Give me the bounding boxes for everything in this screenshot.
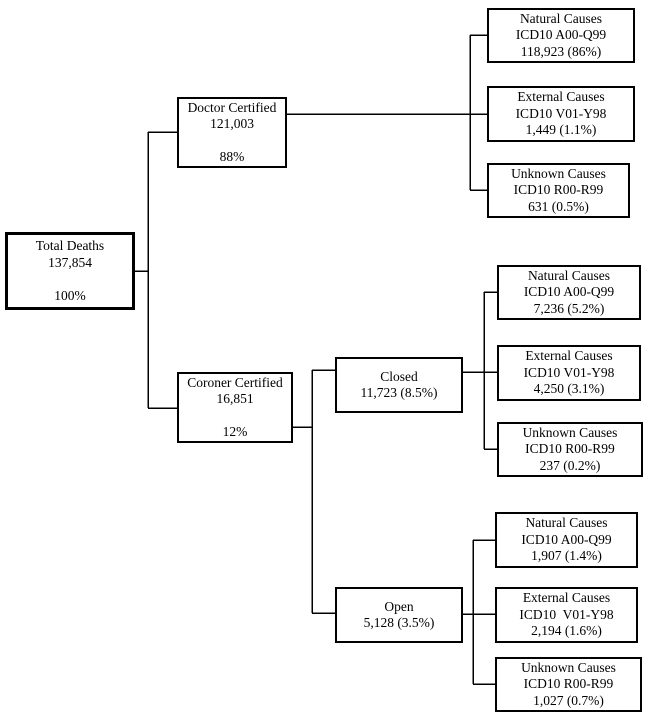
node-closed-external-causes: External Causes ICD10 V01-Y98 4,250 (3.1…	[497, 345, 641, 401]
closed-branch-lines	[461, 291, 498, 450]
blank-line	[179, 408, 291, 425]
node-total-deaths: Total Deaths 137,854 100%	[5, 232, 135, 310]
node-count: 1,027 (0.7%)	[533, 692, 604, 708]
node-count: 1,907 (1.4%)	[531, 548, 602, 564]
node-open-unknown-causes: Unknown Causes ICD10 R00-R99 1,027 (0.7%…	[495, 657, 642, 712]
node-title: Natural Causes	[519, 10, 603, 26]
blank-line	[179, 133, 285, 150]
node-doctor-certified: Doctor Certified 121,003 88%	[177, 97, 287, 168]
doctor-branch-lines	[285, 34, 488, 191]
node-title: Natural Causes	[527, 267, 611, 283]
node-title: External Causes	[525, 348, 613, 364]
node-open-natural-causes: Natural Causes ICD10 A00-Q99 1,907 (1.4%…	[495, 512, 638, 568]
node-coroner-certified: Coroner Certified 16,851 12%	[177, 372, 293, 443]
node-percent: 88%	[219, 149, 245, 164]
node-icd-code: ICD10 R00-R99	[523, 676, 614, 692]
node-doctor-natural-causes: Natural Causes ICD10 A00-Q99 118,923 (86…	[487, 8, 635, 63]
node-icd-code: ICD10 R00-R99	[513, 182, 604, 198]
node-percent: 12%	[222, 424, 248, 439]
node-closed-natural-causes: Natural Causes ICD10 A00-Q99 7,236 (5.2%…	[497, 265, 641, 320]
coroner-branch-lines	[291, 369, 336, 614]
node-icd-code: ICD10 A00-Q99	[523, 284, 615, 300]
node-count: 5,128 (3.5%)	[363, 615, 435, 630]
node-icd-code: ICD10 A00-Q99	[521, 531, 612, 547]
node-percent: 100%	[54, 287, 86, 303]
node-count: 16,851	[216, 391, 254, 406]
node-icd-code: ICD10 V01-Y98	[515, 105, 607, 121]
node-count: 631 (0.5%)	[528, 198, 589, 214]
open-branch-lines	[461, 539, 496, 685]
node-doctor-external-causes: External Causes ICD10 V01-Y98 1,449 (1.1…	[487, 86, 635, 142]
node-count: 237 (0.2%)	[539, 457, 601, 473]
node-icd-code: ICD10 R00-R99	[525, 441, 615, 457]
node-count: 121,003	[210, 116, 254, 131]
node-title: Unknown Causes	[522, 424, 618, 440]
node-doctor-unknown-causes: Unknown Causes ICD10 R00-R99 631 (0.5%)	[487, 163, 630, 218]
node-title: Open	[384, 598, 414, 614]
node-title: Total Deaths	[35, 238, 105, 253]
node-icd-code: ICD10 V01-Y98	[519, 606, 614, 622]
node-title: External Causes	[522, 590, 611, 606]
node-count: 1,449 (1.1%)	[525, 122, 597, 138]
root-branch-lines	[133, 131, 178, 409]
node-icd-code: ICD10 V01-Y98	[523, 364, 615, 380]
node-title: Doctor Certified	[187, 99, 277, 115]
node-title: Closed	[380, 368, 418, 384]
node-open: Open 5,128 (3.5%)	[335, 587, 463, 643]
blank-line	[8, 271, 132, 288]
node-count: 4,250 (3.1%)	[533, 381, 605, 397]
node-title: External Causes	[517, 89, 605, 105]
node-title: Unknown Causes	[521, 659, 616, 675]
node-count: 11,723 (8.5%)	[360, 385, 438, 400]
node-closed-unknown-causes: Unknown Causes ICD10 R00-R99 237 (0.2%)	[497, 422, 643, 477]
node-title: Unknown Causes	[511, 165, 606, 181]
node-closed: Closed 11,723 (8.5%)	[335, 357, 463, 413]
node-open-external-causes: External Causes ICD10 V01-Y98 2,194 (1.6…	[495, 587, 638, 643]
node-title: Coroner Certified	[187, 374, 283, 390]
node-count: 2,194 (1.6%)	[531, 623, 602, 639]
node-title: Natural Causes	[525, 515, 608, 531]
node-count: 118,923 (86%)	[520, 43, 602, 59]
node-count: 7,236 (5.2%)	[533, 300, 605, 316]
node-icd-code: ICD10 A00-Q99	[515, 27, 607, 43]
node-count: 137,854	[48, 254, 92, 270]
